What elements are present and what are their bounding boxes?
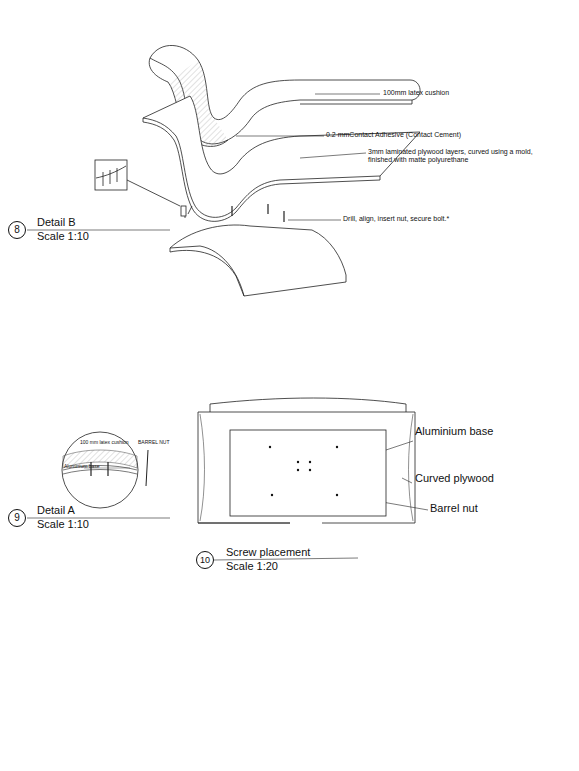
callout-number: 9: [14, 513, 20, 523]
part-label: Aluminium base: [415, 425, 493, 438]
scale-label: Scale 1:20: [226, 560, 278, 573]
callout-circle: 10: [196, 551, 214, 569]
screw-placement-plan: [198, 398, 415, 523]
callout-number: 10: [200, 556, 210, 565]
part-label: Barrel nut: [430, 502, 478, 515]
part-label: Aluminium base: [64, 464, 100, 470]
detail-title: Detail B: [37, 216, 76, 229]
curved-base: [170, 225, 346, 296]
note-label: Drill, align, insert nut, secure bolt.*: [343, 215, 449, 223]
part-label: 3mm laminated plywood layers, curved usi…: [368, 148, 548, 164]
detail-title: Detail A: [37, 504, 75, 517]
part-label: 100mm latex cushion: [383, 89, 449, 97]
part-label: BARREL NUT: [138, 440, 170, 446]
leader-lines: [27, 94, 428, 560]
part-label: 100 mm latex cushion: [80, 440, 129, 446]
part-label: Curved plywood: [415, 472, 494, 485]
part-label: 0.2 mmContact Adhesive (Contact Cement): [326, 131, 461, 139]
view-title: Screw placement: [226, 546, 310, 559]
scale-label: Scale 1:10: [37, 230, 89, 243]
scale-label: Scale 1:10: [37, 518, 89, 531]
callout-number: 8: [14, 225, 20, 235]
bolts: [181, 204, 284, 222]
detail-b-inset: [95, 160, 180, 206]
callout-circle: 9: [8, 509, 26, 527]
callout-circle: 8: [8, 221, 26, 239]
detail-a-circle: [62, 432, 148, 508]
